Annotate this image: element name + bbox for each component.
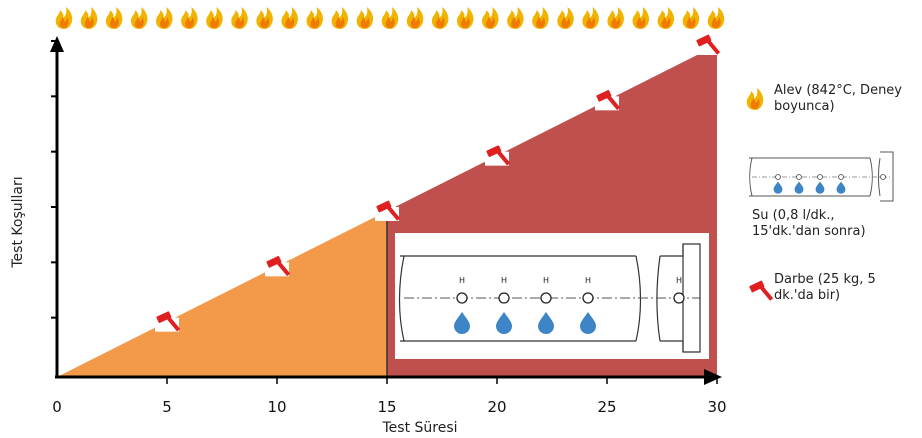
flame-icon xyxy=(431,7,449,29)
flame-icon xyxy=(80,7,98,29)
flame-icon xyxy=(206,7,223,29)
flame-icon xyxy=(507,7,524,29)
x-tick-label: 30 xyxy=(707,398,726,416)
x-tick-label: 0 xyxy=(52,398,62,416)
flame-icon xyxy=(130,7,148,29)
x-tick-label: 20 xyxy=(487,398,506,416)
flame-icon xyxy=(557,7,574,29)
nozzle-circle xyxy=(540,292,552,304)
legend-nozzle xyxy=(880,174,886,180)
legend-impact: Darbe (25 kg, 5 dk.'da bir) xyxy=(774,272,920,304)
nozzle-circle xyxy=(456,292,468,304)
nozzle-circle xyxy=(498,292,510,304)
y-axis-label: Test Koşulları xyxy=(10,176,26,268)
nozzle-label: H xyxy=(459,276,465,285)
flame-icon xyxy=(331,7,349,29)
area-series-1 xyxy=(57,211,387,377)
flame-icon xyxy=(281,7,298,29)
flame-icon xyxy=(381,7,399,29)
flame-icon xyxy=(256,7,273,29)
nozzle-label: H xyxy=(585,276,591,285)
legend-water: Su (0,8 l/dk., 15'dk.'dan sonra) xyxy=(752,208,918,240)
x-tick-label: 25 xyxy=(597,398,616,416)
flame-icon xyxy=(657,7,675,29)
legend-nozzle xyxy=(838,174,844,180)
x-ticks: 0 5 10 15 20 25 30 xyxy=(52,377,727,416)
flame-icon xyxy=(231,7,248,29)
legend-nozzle xyxy=(796,174,802,180)
legend-flame-line2: boyunca) xyxy=(774,99,835,114)
legend-water-line2: 15'dk.'dan sonra) xyxy=(752,224,866,239)
y-ticks xyxy=(51,40,57,319)
x-axis-arrow xyxy=(704,369,722,385)
inset-panel xyxy=(395,233,709,359)
flame-icon xyxy=(156,7,173,29)
flame-icon xyxy=(105,7,123,29)
nozzle-circle xyxy=(673,292,685,304)
nozzle-label: H xyxy=(543,276,549,285)
flame-icon xyxy=(181,7,198,29)
flame-icon xyxy=(682,7,700,29)
legend-nozzle xyxy=(775,174,781,180)
x-tick-label: 5 xyxy=(162,398,172,416)
nozzle-label: H xyxy=(501,276,507,285)
legend-water-line1: Su (0,8 l/dk., xyxy=(752,208,835,223)
flame-icon xyxy=(532,7,549,29)
y-axis-arrow xyxy=(50,36,64,52)
flame-icon xyxy=(406,7,424,29)
impact-markers xyxy=(155,34,721,332)
x-axis-label: Test Süresi xyxy=(381,420,457,436)
flame-icon xyxy=(607,7,624,29)
legend-flame: Alev (842°C, Deney boyunca) xyxy=(774,83,920,115)
legend-nozzle xyxy=(817,174,823,180)
water-nozzle-icon xyxy=(747,151,907,202)
nozzle-label: H xyxy=(676,276,682,285)
x-tick-label: 10 xyxy=(267,398,286,416)
flame-icon xyxy=(746,88,764,110)
flame-icon xyxy=(707,7,725,29)
flame-icon xyxy=(482,7,499,29)
flame-icon xyxy=(582,7,599,29)
flame-icon xyxy=(632,7,650,29)
flame-icon xyxy=(306,7,324,29)
flame-icon xyxy=(55,7,73,29)
hammer-icon xyxy=(749,280,774,301)
legend-impact-line1: Darbe (25 kg, 5 xyxy=(774,272,876,287)
x-tick-label: 15 xyxy=(377,398,396,416)
flame-icon xyxy=(456,7,474,29)
legend-flame-line1: Alev (842°C, Deney xyxy=(774,83,902,98)
nozzle-circle xyxy=(582,292,594,304)
flame-row xyxy=(55,7,725,29)
legend-impact-line2: dk.'da bir) xyxy=(774,288,841,303)
flame-icon xyxy=(356,7,374,29)
